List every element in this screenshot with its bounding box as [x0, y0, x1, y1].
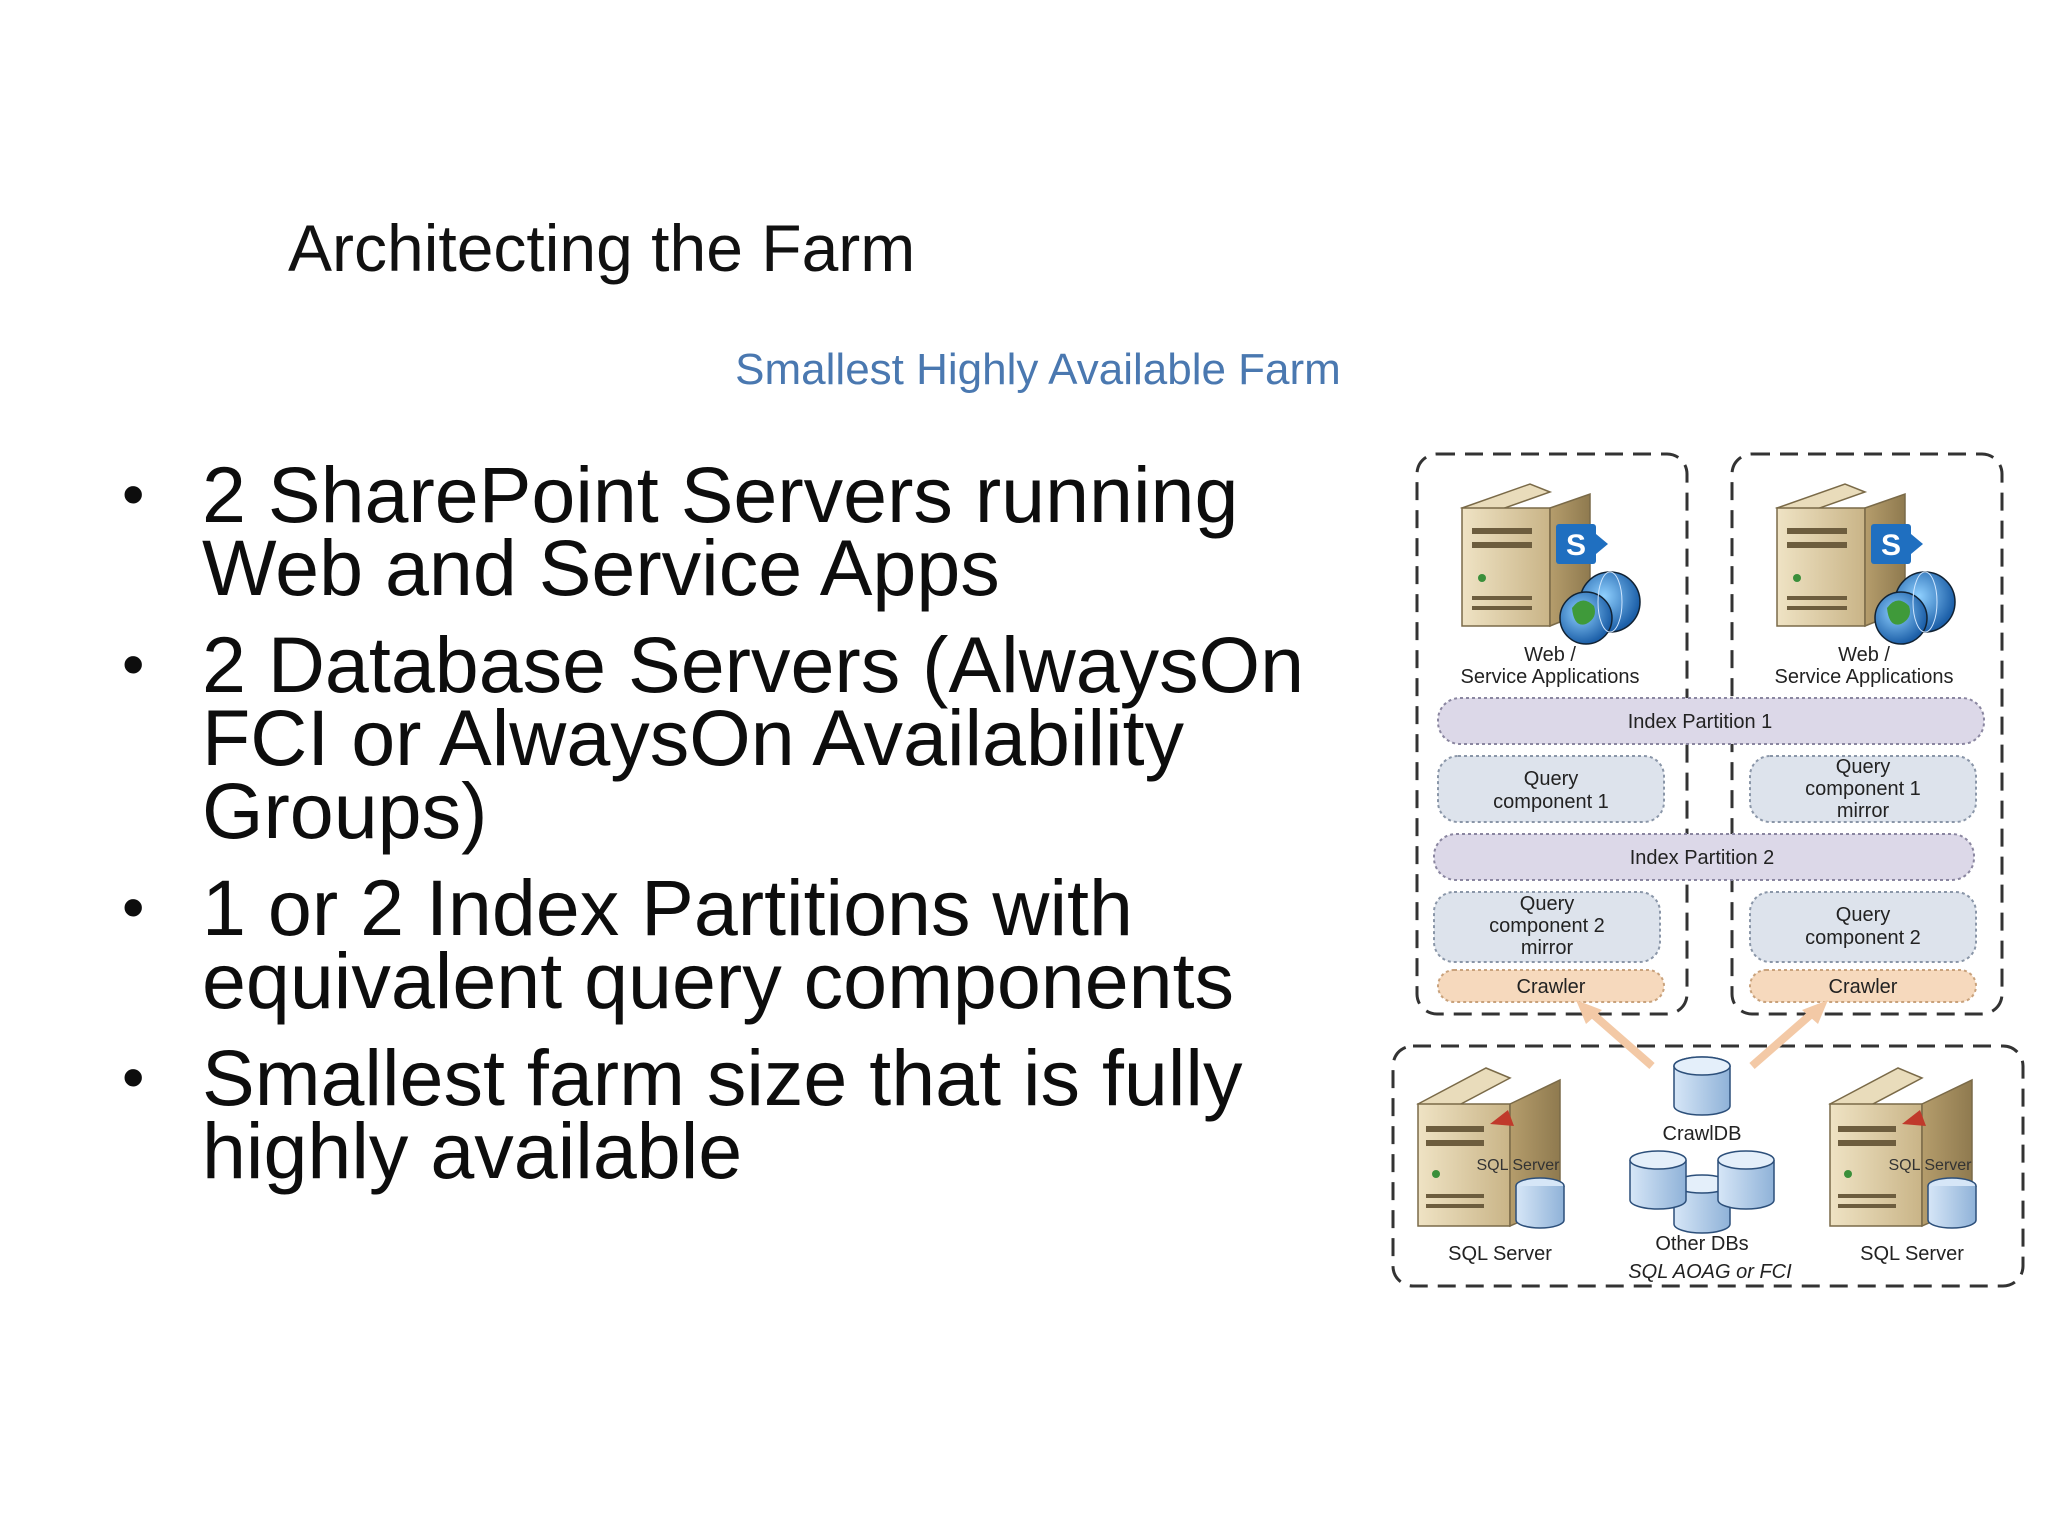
slide-title: Architecting the Farm [288, 211, 916, 285]
crawler-left [1437, 969, 1665, 1003]
web-server-left-label-2: Service Applications [1461, 666, 1640, 688]
query-component-2-label: Query [1836, 904, 1890, 926]
web-server-right-label: Web / [1838, 644, 1890, 666]
sql-server-right-label: SQL Server [1860, 1243, 1964, 1265]
query-component-2-mirror-label-3: mirror [1521, 937, 1574, 959]
query-component-1 [1437, 755, 1665, 823]
sql-aoag-label: SQL AOAG or FCI [1628, 1261, 1792, 1283]
bullet-text: 1 or 2 Index Partitions with equivalent … [202, 863, 1235, 1025]
crawldb-label: CrawlDB [1663, 1123, 1742, 1145]
sharepoint-logo-left-icon: S [1556, 524, 1608, 564]
crawler-left-label: Crawler [1517, 976, 1586, 998]
query-component-2-label-2: component 2 [1805, 927, 1921, 949]
farm-architecture-diagram: S Web / Service Applications S Web / Ser… [1390, 448, 2030, 1298]
query-component-1-mirror-label-2: component 1 [1805, 778, 1921, 800]
bullet-marker: • [122, 628, 145, 700]
bullet-item: • 2 Database Servers (AlwaysOn FCI or Al… [118, 625, 1358, 850]
farm-diagram-svg: S Web / Service Applications S Web / Ser… [1391, 452, 2025, 1288]
sql-server-right-icon: SQL Server [1828, 1067, 1977, 1229]
query-component-1-mirror [1749, 755, 1977, 823]
query-component-1-label-2: component 1 [1493, 791, 1609, 813]
index-partition-2-label: Index Partition 2 [1630, 847, 1775, 869]
query-component-2-mirror-label: Query [1520, 893, 1574, 915]
index-partition-1 [1437, 697, 1985, 745]
sql-server-left-label: SQL Server [1448, 1243, 1552, 1265]
slide-subtitle: Smallest Highly Available Farm [735, 345, 1341, 394]
sharepoint-logo-right-icon: S [1871, 524, 1923, 564]
crawler-right [1749, 969, 1977, 1003]
index-partition-2 [1433, 833, 1975, 881]
query-component-2-mirror [1433, 891, 1661, 963]
bullet-item: • 1 or 2 Index Partitions with equivalen… [118, 868, 1358, 1020]
crawl-arrows [1576, 1000, 1828, 1070]
crawldb-icon [1673, 1056, 1731, 1116]
crawler-right-label: Crawler [1829, 976, 1898, 998]
bullet-item: • 2 SharePoint Servers running Web and S… [118, 455, 1358, 607]
other-dbs-label: Other DBs [1655, 1233, 1748, 1255]
bullet-list: • 2 SharePoint Servers running Web and S… [118, 455, 1358, 1211]
query-component-1-mirror-label: Query [1836, 756, 1890, 778]
bullet-text: 2 SharePoint Servers running Web and Ser… [202, 450, 1239, 612]
sql-logo-text: SQL Server [1477, 1157, 1561, 1174]
sql-server-left-icon: SQL Server [1416, 1067, 1565, 1229]
sharepoint-logo-text: S [1566, 529, 1586, 562]
bullet-text: 2 Database Servers (AlwaysOn FCI or Alwa… [202, 620, 1305, 855]
other-dbs-icon [1629, 1150, 1775, 1234]
sql-logo-text: SQL Server [1889, 1157, 1973, 1174]
web-server-left-label: Web / [1524, 644, 1576, 666]
bullet-item: • Smallest farm size that is fully highl… [118, 1038, 1358, 1190]
sharepoint-logo-text: S [1881, 529, 1901, 562]
query-component-2 [1749, 891, 1977, 963]
sql-cluster-container [1391, 1044, 2025, 1288]
globe-left-icon [1559, 571, 1641, 645]
bullet-marker: • [122, 1041, 145, 1113]
bullet-text: Smallest farm size that is fully highly … [202, 1033, 1243, 1195]
index-partition-1-label: Index Partition 1 [1628, 711, 1773, 733]
bullet-marker: • [122, 458, 145, 530]
globe-right-icon [1874, 571, 1956, 645]
query-component-1-label: Query [1524, 768, 1578, 790]
query-component-1-mirror-label-3: mirror [1837, 800, 1890, 822]
query-component-2-mirror-label-2: component 2 [1489, 915, 1605, 937]
web-server-right-label-2: Service Applications [1775, 666, 1954, 688]
bullet-marker: • [122, 871, 145, 943]
